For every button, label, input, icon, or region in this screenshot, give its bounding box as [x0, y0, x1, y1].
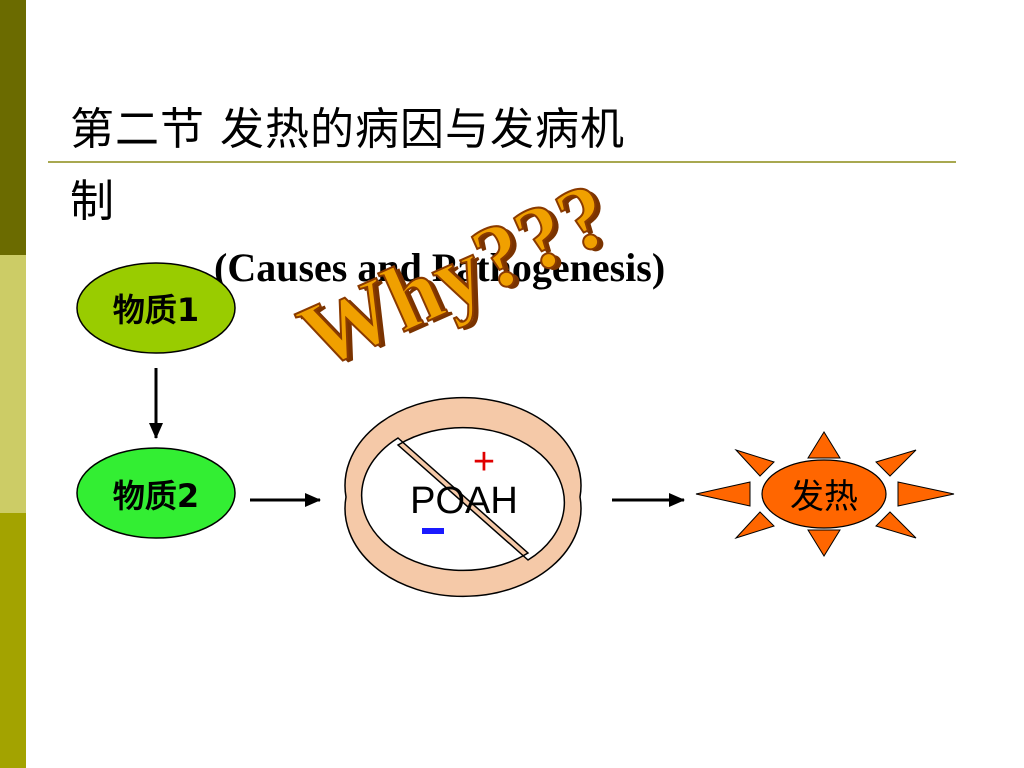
sun-ray-right: [897, 481, 955, 507]
sun-ray-top: [807, 431, 841, 459]
sun-ray-bottom-left: [734, 511, 775, 540]
title-underline: [48, 161, 956, 163]
slide-title-line2: 制: [70, 176, 114, 227]
sun-ray-left: [695, 481, 751, 507]
sun-ray-bottom: [807, 529, 841, 557]
substance-2-ellipse: [76, 447, 236, 539]
substance-1-ellipse: [76, 262, 236, 354]
minus-sign-text: -: [433, 539, 434, 541]
poah-label: POAH: [410, 480, 518, 522]
left-bar-middle-segment: [0, 255, 26, 513]
slide-title-line1: 第二节 发热的病因与发病机: [70, 104, 625, 155]
slide-subtitle: (Causes and Pathogenesis): [214, 245, 666, 290]
sun-ray-bottom-right: [875, 511, 917, 539]
sun-ray-top-left: [734, 448, 775, 477]
left-decorative-bar: [0, 0, 26, 768]
why-wordart: Why??? Why???: [284, 161, 631, 390]
substance-1-node: 物质1: [76, 262, 236, 354]
why-wordart-text: Why???: [285, 162, 625, 388]
minus-sign: [422, 528, 444, 534]
substance-1-label: 物质1: [113, 291, 199, 329]
left-bar-bottom-segment: [0, 513, 26, 768]
substance-2-node: 物质2: [76, 447, 236, 539]
poah-prohibit-sign: [344, 396, 582, 598]
sun-core: [761, 459, 887, 529]
fever-label: 发热: [790, 477, 858, 517]
plus-sign: +: [473, 441, 495, 483]
fever-sun-node: [695, 431, 955, 557]
substance-2-label: 物质2: [113, 477, 199, 515]
left-bar-top-segment: [0, 0, 26, 255]
prohibit-symbol: [344, 396, 582, 598]
sun-ray-top-right: [875, 449, 917, 477]
